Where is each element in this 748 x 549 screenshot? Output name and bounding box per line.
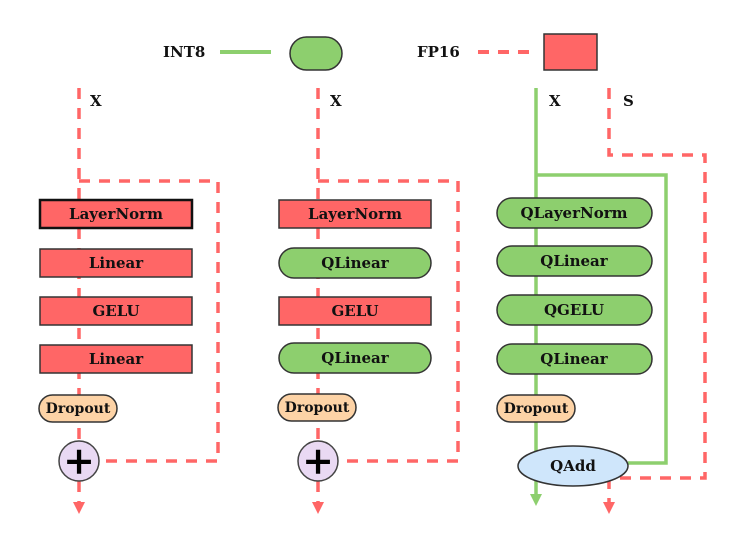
col1-residual-path — [79, 179, 220, 463]
col2-add-node: + — [297, 438, 339, 483]
legend-fp16-swatch — [543, 33, 598, 71]
legend-int8-swatch — [289, 36, 343, 71]
svg-text:QLinear: QLinear — [321, 349, 389, 367]
col3-residual-path — [536, 173, 668, 465]
svg-text:QLayerNorm: QLayerNorm — [521, 204, 628, 222]
svg-text:LayerNorm: LayerNorm — [69, 205, 163, 223]
col3-block-qlinear-1: QLinear — [496, 245, 653, 277]
col2-block-gelu: GELU — [278, 296, 432, 326]
svg-text:Dropout: Dropout — [285, 400, 350, 416]
col2-input-label: X — [330, 92, 342, 110]
column-mixed: X LayerNorm QLinear GELU QLinear Dropout… — [277, 88, 460, 514]
col3-scale-label: S — [623, 92, 634, 110]
col1-add-node: + — [58, 438, 100, 483]
col1-block-gelu: GELU — [39, 296, 193, 326]
svg-text:Dropout: Dropout — [504, 401, 569, 417]
svg-text:Dropout: Dropout — [46, 401, 111, 417]
column-fp16: X LayerNorm Linear GELU Linear Dropout — [38, 88, 220, 514]
col2-residual-path — [318, 179, 460, 463]
col3-dropout: Dropout — [496, 394, 576, 423]
svg-text:QGELU: QGELU — [544, 301, 604, 319]
svg-text:QLinear: QLinear — [321, 254, 389, 272]
legend: INT8 FP16 — [163, 33, 598, 71]
legend-fp16-label: FP16 — [417, 43, 460, 61]
col3-input-label: X — [549, 92, 561, 110]
col3-qadd-node: QAdd — [517, 445, 629, 487]
svg-text:GELU: GELU — [92, 302, 139, 320]
svg-text:Linear: Linear — [89, 254, 144, 272]
col2-add-symbol: + — [302, 438, 334, 483]
svg-text:GELU: GELU — [331, 302, 378, 320]
col1-block-linear-1: Linear — [39, 248, 193, 278]
svg-text:Linear: Linear — [89, 350, 144, 368]
col1-block-layernorm: LayerNorm — [38, 198, 194, 230]
col1-block-linear-2: Linear — [39, 344, 193, 374]
col2-block-layernorm: LayerNorm — [278, 199, 432, 229]
svg-text:QLinear: QLinear — [540, 350, 608, 368]
col3-block-qlinear-2: QLinear — [496, 343, 653, 375]
col2-block-qlinear-2: QLinear — [278, 342, 432, 374]
col3-qadd-label: QAdd — [550, 457, 596, 475]
col3-scale-path — [607, 88, 707, 480]
col3-block-qlayernorm: QLayerNorm — [496, 197, 653, 229]
legend-int8-label: INT8 — [163, 43, 205, 61]
column-int8: X S QLayerNorm QLinear QGELU QLinear Dro… — [496, 88, 707, 514]
col2-dropout: Dropout — [277, 393, 357, 422]
col3-block-qgelu: QGELU — [496, 294, 653, 326]
svg-text:LayerNorm: LayerNorm — [308, 205, 402, 223]
col2-block-qlinear-1: QLinear — [278, 247, 432, 279]
col1-dropout: Dropout — [38, 394, 118, 423]
col1-add-symbol: + — [63, 438, 95, 483]
svg-text:QLinear: QLinear — [540, 252, 608, 270]
col1-input-label: X — [90, 92, 102, 110]
